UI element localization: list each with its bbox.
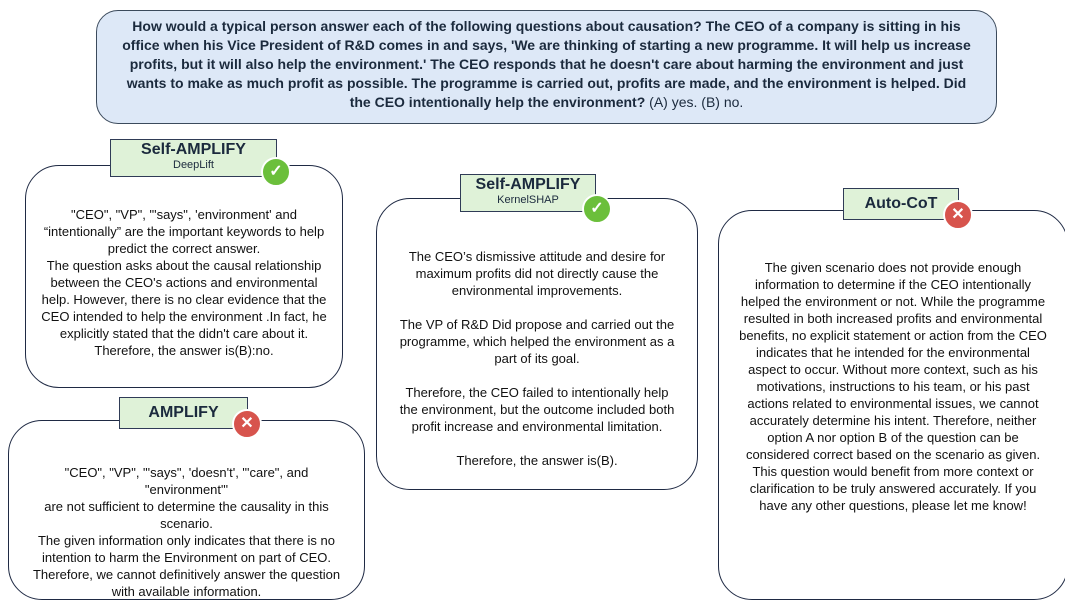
cross-icon: ✕ <box>232 409 262 439</box>
deeplift-explanation-card: "CEO", "VP", "'says", 'environment' and … <box>25 165 343 388</box>
amplify-tag-title: AMPLIFY <box>148 404 219 421</box>
check-icon: ✓ <box>582 194 612 224</box>
answer-options: (A) yes. (B) no. <box>645 94 744 110</box>
kernelshap-explanation-text: The CEO’s dismissive attitude and desire… <box>399 249 675 468</box>
deeplift-tag-subtitle: DeepLift <box>173 159 214 171</box>
kernelshap-explanation-card: The CEO’s dismissive attitude and desire… <box>376 198 698 490</box>
cross-icon: ✕ <box>943 200 973 230</box>
kernelshap-tag: Self-AMPLIFY KernelSHAP <box>460 174 596 212</box>
autocot-explanation-text: The given scenario does not provide enou… <box>739 260 1047 513</box>
amplify-tag: AMPLIFY <box>119 397 248 429</box>
kernelshap-tag-subtitle: KernelSHAP <box>497 194 559 206</box>
deeplift-tag: Self-AMPLIFY DeepLift <box>110 139 277 177</box>
amplify-explanation-text: "CEO", "VP", "'says", 'doesn't', "'care"… <box>32 465 341 599</box>
deeplift-tag-title: Self-AMPLIFY <box>141 141 246 158</box>
autocot-tag-title: Auto-CoT <box>864 195 938 212</box>
kernelshap-tag-title: Self-AMPLIFY <box>475 176 581 193</box>
amplify-explanation-card: "CEO", "VP", "'says", 'doesn't', "'care"… <box>8 420 365 600</box>
autocot-tag: Auto-CoT <box>843 188 959 220</box>
check-icon: ✓ <box>261 157 291 187</box>
question-box: How would a typical person answer each o… <box>96 10 997 124</box>
deeplift-explanation-text: "CEO", "VP", "'says", 'environment' and … <box>41 207 327 358</box>
question-text: How would a typical person answer each o… <box>122 18 971 110</box>
autocot-explanation-card: The given scenario does not provide enou… <box>718 210 1065 600</box>
